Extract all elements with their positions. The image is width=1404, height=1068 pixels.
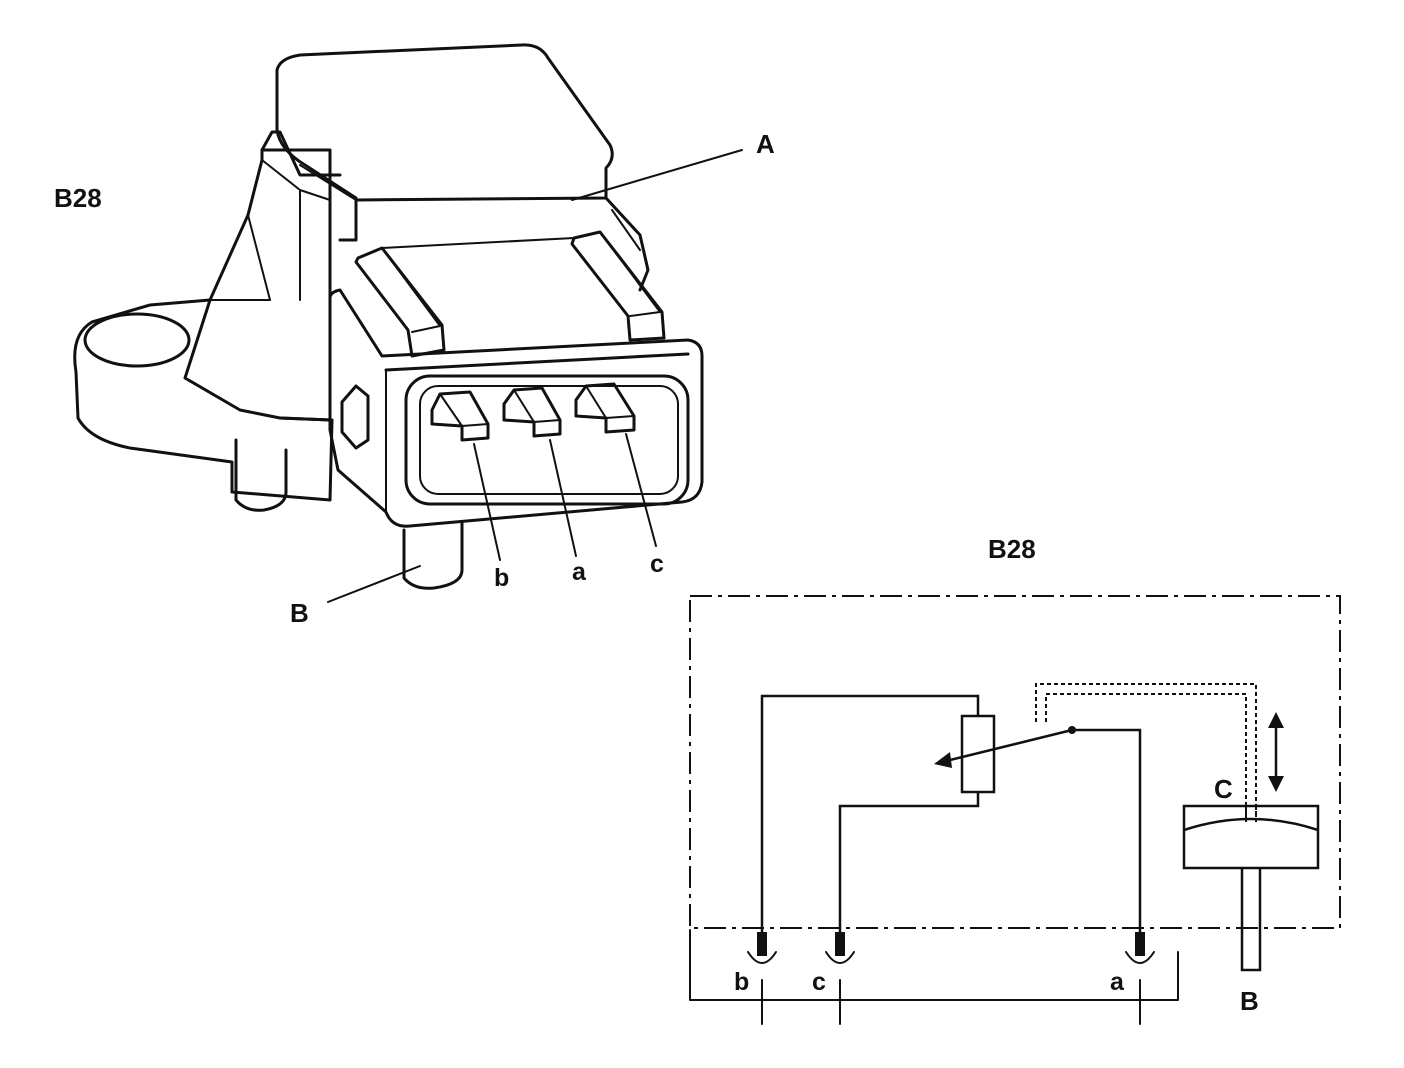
wiper-arrowhead <box>934 752 952 768</box>
callout-pin-a: a <box>572 558 587 586</box>
leader-B <box>327 565 421 603</box>
wire-c <box>838 792 980 938</box>
chamber-label-C: C <box>1214 774 1233 804</box>
callout-pin-b: b <box>494 564 509 592</box>
mounting-hole <box>83 312 191 368</box>
callout-port-label: B <box>290 598 309 628</box>
wire-b <box>760 694 980 938</box>
housing-cap <box>275 43 614 242</box>
sensor-illustration <box>73 43 743 603</box>
schematic <box>689 595 1341 1025</box>
component-id-label: B28 <box>54 183 102 213</box>
callout-pin-c: c <box>650 550 664 578</box>
connector-shroud <box>328 288 704 528</box>
leader-b <box>473 443 501 561</box>
component-boundary <box>689 595 1341 929</box>
schematic-id-label: B28 <box>988 534 1036 564</box>
terminal-label-b: b <box>734 968 749 996</box>
side-window <box>340 384 370 450</box>
connector-pins <box>430 382 636 442</box>
connector-opening-outer <box>404 374 690 506</box>
terminal-label-c: c <box>812 968 826 996</box>
pressure-port-tube <box>1240 868 1262 972</box>
wiper <box>941 728 1073 764</box>
terminal-b <box>747 932 777 964</box>
latch-left <box>354 246 446 358</box>
connector-block <box>689 929 1179 1001</box>
terminal-c <box>825 932 855 964</box>
potentiometer <box>960 714 996 794</box>
terminal-label-a: a <box>1110 968 1125 996</box>
latch-right <box>570 230 666 342</box>
wiper-pivot <box>1068 726 1076 734</box>
diaphragm-chamber <box>1182 804 1320 870</box>
connector-opening-inner <box>419 385 679 495</box>
terminal-a <box>1125 932 1155 964</box>
leader-a <box>549 439 577 557</box>
linkage-outer <box>1035 683 1257 820</box>
leader-A <box>571 149 743 201</box>
callout-housing-label: A <box>756 129 775 159</box>
port-label-B: B <box>1240 986 1259 1016</box>
linkage-inner <box>1045 693 1247 820</box>
mounting-flange <box>73 298 334 502</box>
wire-a <box>1072 728 1142 938</box>
body-side <box>208 148 332 422</box>
pressure-port-stud <box>402 520 464 590</box>
leader-c <box>625 433 657 547</box>
rear-stud <box>234 438 288 512</box>
diaphragm <box>1183 817 1319 832</box>
